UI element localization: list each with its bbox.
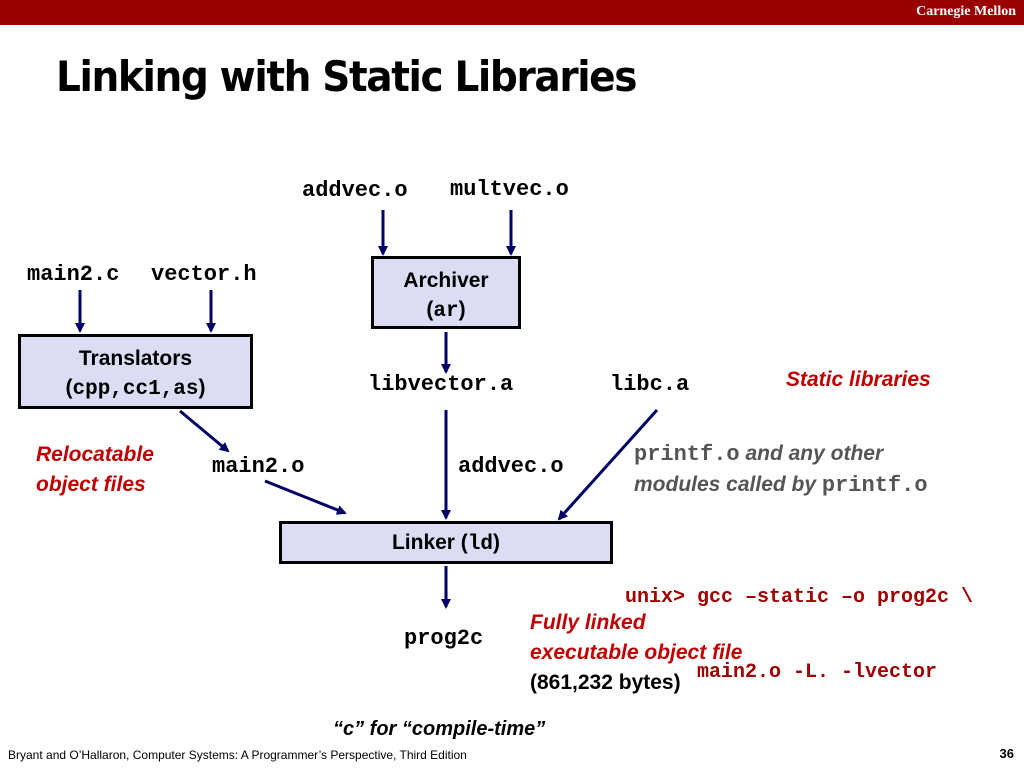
multvec-o-input: multvec.o: [450, 177, 569, 202]
vector-h-file: vector.h: [151, 262, 257, 287]
fully-linked-note: Fully linked executable object file: [530, 611, 743, 664]
arrow-main2o-to-linker: [264, 479, 347, 515]
libc-a-file: libc.a: [610, 372, 690, 397]
addvec-o-input: addvec.o: [302, 178, 408, 203]
relocatable-note: Relocatable object files: [36, 443, 154, 496]
archiver-title: Archiver: [403, 269, 489, 292]
bytes-note: (861,232 bytes): [530, 671, 681, 694]
brand-label: Carnegie Mellon: [916, 4, 1016, 19]
libvector-a-file: libvector.a: [368, 372, 514, 397]
arrow-translators-to-main2o: [179, 409, 230, 453]
archiver-box: Archiver (ar): [371, 256, 521, 329]
static-libraries-note: Static libraries: [786, 368, 931, 391]
printf-note: printf.o and any other modules called by…: [634, 442, 928, 498]
archiver-tool: (ar): [426, 298, 466, 323]
translators-tools: (cpp,cc1,as): [65, 376, 206, 401]
prog2c-file: prog2c: [404, 626, 484, 651]
translators-box: Translators (cpp,cc1,as): [18, 334, 253, 409]
linker-tool: ld: [467, 533, 494, 556]
arrow-libc-to-linker: [557, 408, 659, 521]
compile-time-note: “c” for “compile-time”: [333, 718, 546, 740]
main2-o-file: main2.o: [212, 454, 305, 479]
slide-title: Linking with Static Libraries: [56, 52, 638, 101]
linker-box: Linker (ld): [279, 521, 613, 564]
footer-citation: Bryant and O’Hallaron, Computer Systems:…: [8, 748, 467, 762]
gcc-command: unix> gcc –static –o prog2c \ main2.o -L…: [625, 586, 974, 684]
page-number: 36: [999, 746, 1014, 761]
top-bar: Carnegie Mellon: [0, 0, 1024, 25]
addvec-o-member: addvec.o: [458, 454, 564, 479]
main2-c-file: main2.c: [27, 262, 120, 287]
linker-label: Linker (: [391, 531, 468, 554]
translators-title: Translators: [78, 347, 193, 370]
